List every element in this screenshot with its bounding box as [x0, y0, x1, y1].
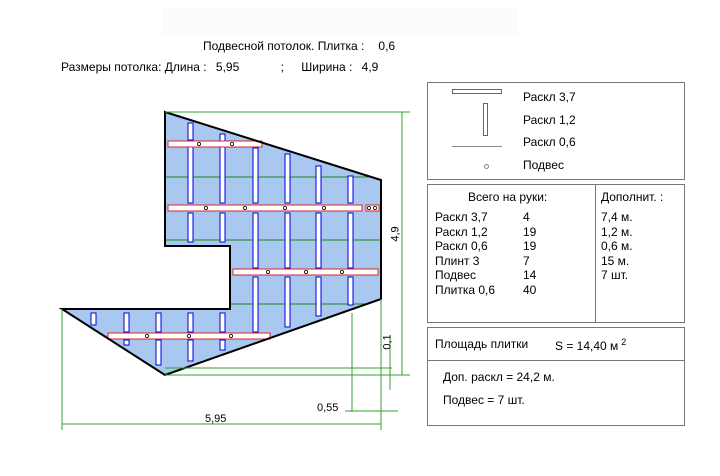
total-extra: 0,6 м. — [601, 239, 633, 253]
rail-12-bar — [315, 165, 322, 204]
rail-12-bar — [219, 312, 226, 333]
area-label: Площадь плитки — [435, 337, 529, 351]
legend-panel: Раскл 3,7 Раскл 1,2 Раскл 0,6 Подвес — [427, 82, 685, 180]
total-qty: 14 — [523, 268, 537, 282]
rail-37-bar — [167, 204, 363, 212]
hanger-icon — [186, 333, 191, 338]
length-label: Размеры потолка: Длина : — [61, 60, 207, 74]
rail06-symbol — [452, 146, 502, 147]
hangers — [144, 141, 377, 338]
total-name: Раскл 0,6 — [435, 239, 488, 253]
tile-size: 0,6 — [378, 39, 396, 53]
hanger-icon — [303, 269, 308, 274]
total-name: Раскл 1,2 — [435, 224, 488, 239]
legend-item: Раскл 1,2 — [523, 113, 576, 127]
total-qty: 19 — [523, 239, 537, 253]
total-qty: 40 — [523, 282, 537, 297]
rail-12-bar — [284, 276, 291, 328]
area-value: S = 14,40 м — [555, 339, 619, 353]
rail-12-bar — [315, 212, 322, 269]
legend-item: Раскл 0,6 — [523, 135, 576, 149]
length-value: 5,95 — [215, 60, 240, 74]
rail-12-bar — [123, 339, 130, 346]
hanger-icon — [282, 205, 287, 210]
total-extra: 15 м. — [601, 253, 630, 268]
hanger-icon — [372, 205, 377, 210]
rails-12 — [90, 122, 354, 366]
hanger-icon — [203, 205, 208, 210]
dim-inset: 0,55 — [317, 402, 339, 414]
rail-12-bar — [347, 175, 354, 204]
rail-12-bar — [219, 339, 226, 351]
divider — [595, 185, 596, 322]
rail-12-bar — [347, 212, 354, 269]
area-unit-sup: 2 — [621, 337, 627, 347]
rail-12-bar — [347, 276, 354, 306]
rail-12-bar — [187, 146, 194, 204]
total-name: Раскл 3,7 — [435, 210, 488, 224]
legend-item: Подвес — [523, 158, 564, 172]
total-extra: 7 шт. — [601, 268, 629, 282]
rail-12-bar — [219, 133, 226, 142]
rail-12-bar — [187, 212, 194, 243]
hanger-icon — [321, 205, 326, 210]
rail-12-bar — [315, 276, 322, 317]
extra-rail: Доп. раскл = 24,2 м. — [443, 370, 555, 384]
total-extra: 1,2 м. — [601, 224, 633, 239]
rail-12-bar — [252, 276, 259, 333]
ceiling-dims: Размеры потолка: Длина : 5,95 ; Ширина :… — [61, 60, 378, 74]
extra-title: Дополнит. : — [601, 190, 664, 204]
total-name: Плинт 3 — [435, 253, 480, 268]
rail-12-bar — [284, 153, 291, 204]
rail12-symbol — [483, 103, 488, 136]
divider — [428, 360, 684, 361]
dim-width: 4,9 — [389, 226, 402, 242]
width-label: Ширина : — [301, 60, 353, 74]
hanger-icon — [229, 141, 234, 146]
hanger-icon — [144, 333, 149, 338]
legend-item: Раскл 3,7 — [523, 90, 576, 104]
hanger-icon — [484, 164, 489, 169]
total-name: Плитка 0,6 — [435, 282, 496, 297]
rail-12-bar — [187, 122, 194, 141]
hanger-icon — [366, 205, 371, 210]
dimension-lines — [61, 111, 410, 430]
rail-12-bar — [90, 312, 97, 326]
dim-offset: 0,1 — [381, 334, 394, 350]
extra-hangers: Подвес = 7 шт. — [443, 393, 525, 407]
rail-12-bar — [187, 312, 194, 333]
ceiling-title: Подвесной потолок. Плитка : 0,6 — [203, 39, 395, 53]
rail-12-bar — [284, 212, 291, 269]
total-qty: 7 — [523, 253, 530, 268]
total-qty: 4 — [523, 210, 530, 224]
width-value: 4,9 — [361, 60, 379, 74]
total-name: Подвес — [435, 268, 476, 282]
hanger-icon — [339, 269, 344, 274]
rail-37-bar — [167, 140, 263, 148]
hanger-icon — [196, 141, 201, 146]
total-extra: 7,4 м. — [601, 210, 633, 224]
rail-12-bar — [187, 339, 194, 362]
rail-12-bar — [219, 212, 226, 243]
hanger-icon — [242, 205, 247, 210]
totals-title: Всего на руки: — [468, 190, 548, 204]
rail-12-bar — [123, 312, 130, 333]
total-qty: 19 — [523, 224, 537, 239]
rail-12-bar — [252, 147, 259, 204]
rail37-symbol — [452, 89, 502, 94]
rail-12-bar — [219, 146, 226, 204]
rail-12-bar — [155, 312, 162, 333]
rail-12-bar — [252, 212, 259, 269]
dim-length: 5,95 — [205, 413, 227, 425]
title-bar — [163, 8, 517, 35]
rail-37-bar — [365, 204, 380, 212]
rail-12-bar — [155, 339, 162, 366]
hanger-icon — [265, 269, 270, 274]
separator: ; — [280, 60, 284, 74]
totals-panel: Всего на руки: Дополнит. : Раскл 3,7 4 7… — [427, 184, 685, 323]
hanger-icon — [228, 333, 233, 338]
title-label: Подвесной потолок. Плитка : — [203, 39, 365, 53]
